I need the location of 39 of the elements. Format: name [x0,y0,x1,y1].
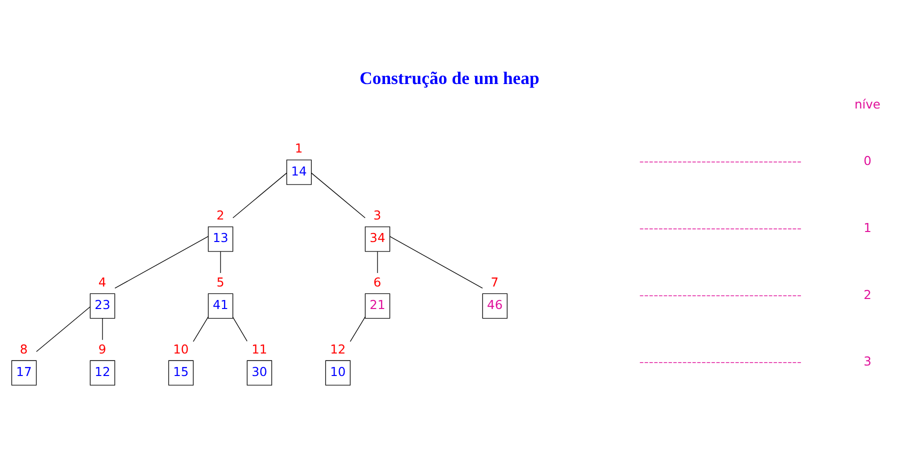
node-box: 17 [10,360,36,386]
node-label: 9 [98,342,106,356]
label: 1 [863,220,871,235]
connector [232,316,247,342]
diagram-title: Construção de um heap [359,68,539,88]
node-label: 8 [19,342,28,356]
node-box: 30 [246,360,272,386]
node-label: 12 [330,342,346,356]
label: 2 [863,288,871,302]
connector [36,306,90,352]
node-box: 14 [286,160,312,185]
node-box: 13 [207,226,233,252]
node-label: 10 [172,342,188,356]
connector [232,172,286,218]
node-box: 12 [89,360,115,386]
node-label: 2 [216,208,224,223]
label: níve [854,97,880,112]
node-box: 15 [168,360,194,386]
node-box: 23 [89,293,115,319]
connector [310,172,365,218]
connector [114,236,208,289]
node-label: 11 [251,342,267,356]
node-label: 5 [216,275,224,290]
node-box: 34 [364,226,390,252]
label: 3 [863,354,871,369]
node-box: 21 [364,293,390,319]
node-box: 10 [324,360,350,386]
node-label: 4 [98,275,106,290]
node-box: 41 [207,293,233,319]
connector [192,316,208,342]
node-box: 46 [482,293,508,319]
connector [376,251,378,274]
connector [349,316,366,342]
node-label: 1 [294,142,302,156]
node-label: 3 [372,208,381,223]
connector [389,236,482,289]
node-label: 7 [490,275,498,290]
node-label: 6 [372,275,381,290]
label: 0 [863,154,871,168]
